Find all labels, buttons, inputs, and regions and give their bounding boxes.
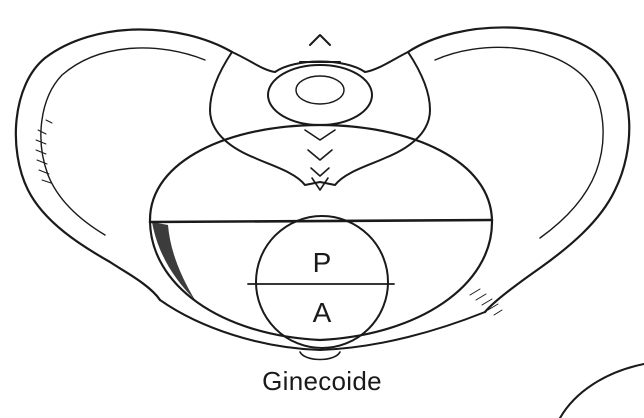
- posterior-label: P: [313, 247, 332, 278]
- left-iliac-inner-contour: [41, 48, 205, 235]
- vertebral-body: [268, 65, 372, 125]
- left-iliac-shading: [36, 120, 52, 183]
- right-iliac-inner-contour: [435, 47, 603, 238]
- spinous-process: [300, 35, 340, 62]
- transverse-diameter-line: [150, 220, 492, 222]
- pubic-symphysis: [300, 352, 340, 360]
- anterior-label: A: [313, 297, 332, 328]
- ap-circle: [256, 216, 388, 348]
- left-iliac-wing: [16, 29, 232, 300]
- sacrum-outline: [210, 52, 430, 185]
- inlet-left-shadow: [152, 222, 195, 300]
- vertebral-canal: [296, 76, 344, 104]
- right-iliac-wing: [408, 27, 629, 312]
- sacral-crest: [305, 130, 335, 176]
- figure-caption: Ginecoide: [0, 366, 644, 397]
